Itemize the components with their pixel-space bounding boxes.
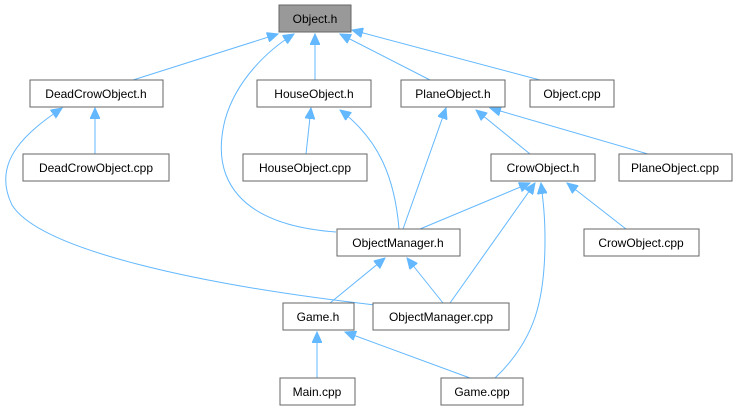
edge-object-cpp-to-object-h [352, 30, 541, 81]
node-label: Main.cpp [293, 385, 342, 399]
edge-objmgr-cpp-to-objmgr-h [407, 258, 444, 304]
node-plane-h[interactable]: PlaneObject.h [400, 79, 506, 108]
node-object-h[interactable]: Object.h [278, 4, 352, 33]
node-label: DeadCrowObject.cpp [39, 161, 153, 175]
node-label: Game.h [297, 310, 340, 324]
edge-house-cpp-to-house-h [306, 108, 311, 155]
edge-deadcrow-h-to-object-h [132, 34, 278, 81]
node-game-h[interactable]: Game.h [282, 302, 355, 331]
node-plane-cpp[interactable]: PlaneObject.cpp [618, 153, 733, 182]
edge-game-h-to-objmgr-h [329, 258, 385, 304]
file-nodes: Object.h DeadCrowObject.h HouseObject.h … [22, 4, 733, 406]
node-label: PlaneObject.h [415, 87, 490, 101]
edge-objmgr-h-to-plane-h [402, 108, 446, 230]
edge-objmgr-h-to-crow-h [419, 183, 530, 230]
edge-objmgr-h-to-object-h [220, 34, 337, 233]
node-label: CrowObject.cpp [598, 236, 684, 250]
edge-crow-h-to-plane-h [476, 110, 531, 155]
node-label: DeadCrowObject.h [45, 87, 146, 101]
edge-objmgr-cpp-to-deadcrow-h [5, 108, 376, 306]
edge-game-cpp-to-game-h [345, 332, 471, 379]
node-crow-cpp[interactable]: CrowObject.cpp [583, 228, 700, 257]
node-label: HouseObject.cpp [259, 161, 351, 175]
node-label: PlaneObject.cpp [631, 161, 719, 175]
edge-plane-cpp-to-plane-h [490, 108, 649, 155]
node-label: CrowObject.h [507, 161, 580, 175]
edge-plane-h-to-object-h [340, 34, 431, 81]
node-game-cpp[interactable]: Game.cpp [440, 377, 524, 406]
node-label: Object.h [293, 12, 338, 26]
edge-objmgr-cpp-to-crow-h [449, 183, 535, 304]
node-crow-h[interactable]: CrowObject.h [490, 153, 596, 182]
node-label: Object.cpp [543, 87, 601, 101]
node-objmgr-cpp[interactable]: ObjectManager.cpp [372, 302, 510, 331]
node-objmgr-h[interactable]: ObjectManager.h [336, 228, 461, 257]
node-house-h[interactable]: HouseObject.h [256, 79, 372, 108]
dependency-edges [5, 30, 649, 379]
edge-objmgr-h-to-house-h [340, 110, 400, 230]
node-object-cpp[interactable]: Object.cpp [529, 79, 615, 108]
edge-game-cpp-to-crow-h [494, 183, 545, 379]
node-deadcrow-cpp[interactable]: DeadCrowObject.cpp [22, 153, 170, 182]
node-label: HouseObject.h [274, 87, 353, 101]
node-house-cpp[interactable]: HouseObject.cpp [242, 153, 368, 182]
node-label: ObjectManager.cpp [389, 310, 493, 324]
node-label: Game.cpp [454, 385, 510, 399]
node-label: ObjectManager.h [352, 236, 443, 250]
node-deadcrow-h[interactable]: DeadCrowObject.h [29, 79, 164, 108]
node-main-cpp[interactable]: Main.cpp [279, 377, 356, 406]
edge-crow-cpp-to-crow-h [567, 183, 627, 230]
